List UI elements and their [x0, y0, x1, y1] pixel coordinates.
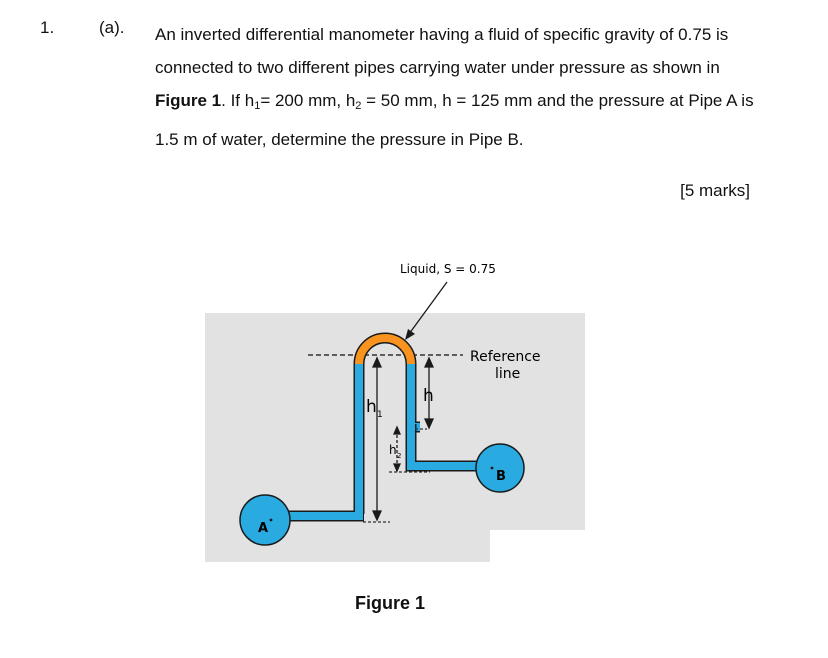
figure-caption: Figure 1 — [355, 593, 426, 613]
tube-b-fill — [407, 424, 423, 470]
pipe-b-point — [490, 466, 494, 470]
reference-label-2: line — [495, 366, 520, 382]
h2-label-sub: 2 — [397, 452, 401, 460]
h2-label: h — [389, 443, 397, 457]
h-label: h — [423, 386, 434, 406]
h1-label: h — [366, 397, 377, 417]
h1-subscript: 1 — [254, 100, 261, 112]
question-text: An inverted differential manometer havin… — [155, 18, 755, 156]
pipe-b — [475, 443, 525, 493]
question-text-part-3: = 200 mm, h — [260, 91, 356, 110]
manometer-figure: Liquid, S = 0.75 Reference line h 1 h h … — [205, 252, 585, 562]
h-arrow-down — [423, 418, 435, 430]
question-number: 1. — [40, 18, 55, 37]
figure-reference: Figure 1 — [155, 91, 222, 110]
liquid-leader-arrow — [405, 329, 415, 340]
liquid-label: Liquid, S = 0.75 — [400, 262, 496, 276]
h2-arrow-up — [393, 425, 401, 435]
reference-label-1: Reference — [470, 349, 541, 365]
figure-background — [205, 313, 585, 530]
h1-arrow-up — [371, 356, 383, 368]
question-text-part-1: An inverted differential manometer havin… — [155, 25, 729, 77]
h2-arrow-down — [393, 463, 401, 473]
marks-label: [5 marks] — [680, 181, 750, 200]
pipe-a-point — [269, 518, 273, 522]
liquid-leader-line — [408, 281, 448, 335]
pipe-a-label: A — [258, 521, 268, 536]
h2-subscript: 2 — [355, 100, 362, 112]
dimension-arrows — [371, 356, 435, 522]
pipe-b-label: B — [496, 469, 506, 484]
h1-arrow-down — [371, 510, 383, 522]
question-text-part-2: . If h — [221, 91, 255, 110]
manometer-diagram: Liquid, S = 0.75 Reference line h 1 h h … — [205, 262, 585, 562]
manometer-liquid — [355, 334, 415, 365]
pipe-a — [239, 494, 291, 546]
question-part: (a). — [99, 18, 125, 37]
h1-label-sub: 1 — [377, 410, 383, 420]
h-arrow-up — [423, 356, 435, 368]
question-text-part-4: = 50 mm, h = 125 mm and the pressure at … — [155, 91, 754, 149]
